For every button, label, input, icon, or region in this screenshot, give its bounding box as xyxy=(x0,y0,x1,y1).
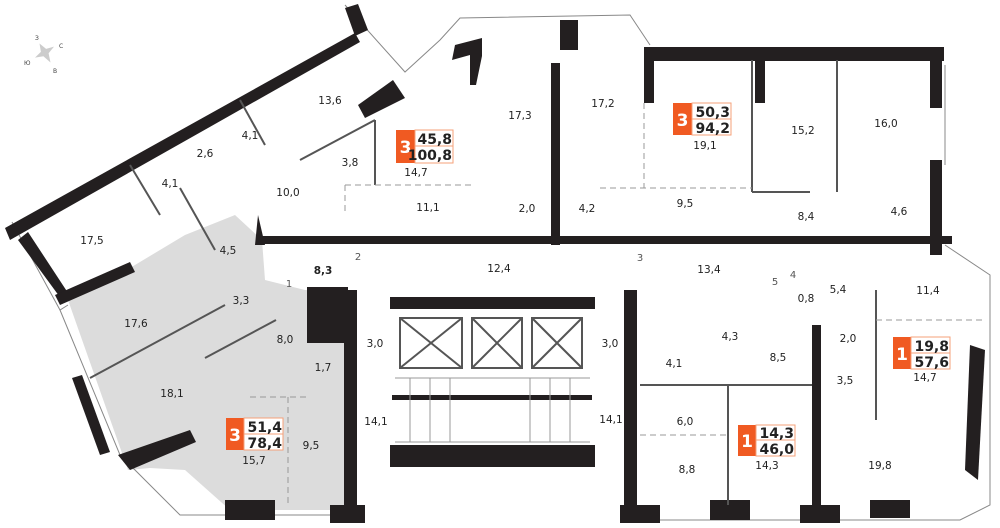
compass-east: В xyxy=(53,68,57,75)
room-area: 9,5 xyxy=(677,198,694,210)
partitions xyxy=(89,60,877,505)
room-area: 3,5 xyxy=(837,375,854,387)
apartment-badge[interactable]: 3 51,4 78,4 xyxy=(226,417,284,452)
room-area: 4,6 xyxy=(891,206,908,218)
room-area: 4,1 xyxy=(242,130,259,142)
room-area: 4,5 xyxy=(220,245,237,257)
door-number: 2 xyxy=(355,252,361,263)
room-area: 3,0 xyxy=(367,338,384,350)
room-area: 14,1 xyxy=(599,414,622,426)
compass-icon: З С Ю В xyxy=(24,35,63,75)
door-number: 3 xyxy=(637,253,643,264)
common-areas: 8,3 12,4 13,4 3,0 14,1 3,0 14,1 xyxy=(314,263,721,428)
apartment-a1-rooms: 13,6 4,1 2,6 4,1 10,0 3,8 17,5 14,7 11,1… xyxy=(80,95,614,247)
total-area: 94,2 xyxy=(695,121,730,137)
door-number: 1 xyxy=(286,279,292,290)
room-area: 14,7 xyxy=(913,372,936,384)
room-area: 0,8 xyxy=(798,293,815,305)
door-number: 5 xyxy=(772,277,778,288)
room-area: 13,4 xyxy=(697,264,721,276)
total-area: 57,6 xyxy=(914,355,949,371)
room-area: 1,7 xyxy=(315,362,332,374)
room-count: 1 xyxy=(741,432,753,452)
room-area: 4,1 xyxy=(666,358,683,370)
room-area: 2,0 xyxy=(840,333,857,345)
room-area: 13,6 xyxy=(318,95,342,107)
room-area: 11,4 xyxy=(916,285,940,297)
living-area: 19,8 xyxy=(914,339,949,355)
room-area: 2,0 xyxy=(519,203,536,215)
door-number: 4 xyxy=(790,270,796,281)
room-area: 16,0 xyxy=(874,118,897,130)
room-area: 6,0 xyxy=(677,416,694,428)
apartment-badge[interactable]: 3 45,8 100,8 xyxy=(396,129,454,164)
apartment-a4-rooms: 4,3 4,1 8,5 6,0 8,8 14,3 xyxy=(666,331,787,476)
apartment-badge[interactable]: 1 14,3 46,0 xyxy=(738,424,796,458)
room-area: 19,8 xyxy=(868,460,891,472)
room-area: 2,6 xyxy=(197,148,214,160)
living-area: 51,4 xyxy=(247,420,282,436)
living-area: 14,3 xyxy=(759,426,794,442)
room-count: 3 xyxy=(677,111,689,131)
room-area: 3,0 xyxy=(602,338,619,350)
room-area: 8,0 xyxy=(277,334,294,346)
apartment-a5-rooms: 5,4 11,4 0,8 2,0 3,5 14,7 19,8 xyxy=(798,284,940,472)
room-area: 8,8 xyxy=(679,464,696,476)
room-area: 15,2 xyxy=(791,125,814,137)
room-area: 8,3 xyxy=(314,265,333,277)
room-area: 4,3 xyxy=(722,331,739,343)
total-area: 46,0 xyxy=(759,442,794,458)
door-numbers: 1 2 3 4 5 xyxy=(286,252,796,290)
room-area: 3,8 xyxy=(342,157,359,169)
total-area: 78,4 xyxy=(247,436,282,452)
room-area: 4,2 xyxy=(579,203,596,215)
compass-south: Ю xyxy=(24,60,31,67)
elevators xyxy=(399,317,583,369)
room-area: 4,1 xyxy=(162,178,179,190)
room-area: 15,7 xyxy=(242,455,265,467)
staircase xyxy=(395,377,590,443)
room-area: 10,0 xyxy=(276,187,299,199)
room-area: 14,7 xyxy=(404,167,427,179)
room-area: 8,4 xyxy=(798,211,815,223)
total-area: 100,8 xyxy=(408,148,452,164)
living-area: 50,3 xyxy=(695,105,730,121)
apartment-a3-rooms: 4,5 3,3 17,6 8,0 1,7 18,1 15,7 9,5 xyxy=(124,245,331,467)
room-area: 8,5 xyxy=(770,352,787,364)
room-count: 3 xyxy=(229,426,241,446)
apartment-badge[interactable]: 1 19,8 57,6 xyxy=(893,336,951,371)
room-area: 14,3 xyxy=(755,460,778,472)
apartment-badge[interactable]: 3 50,3 94,2 xyxy=(673,102,732,137)
room-area: 5,4 xyxy=(830,284,847,296)
room-area: 18,1 xyxy=(160,388,183,400)
room-count: 1 xyxy=(896,345,908,365)
living-area: 45,8 xyxy=(417,132,452,148)
room-area: 14,1 xyxy=(364,416,387,428)
room-area: 17,6 xyxy=(124,318,148,330)
highlighted-apartment[interactable] xyxy=(68,215,345,510)
room-area: 3,3 xyxy=(233,295,250,307)
room-area: 17,3 xyxy=(508,110,531,122)
room-area: 17,5 xyxy=(80,235,103,247)
apartment-a2-rooms: 19,1 15,2 16,0 9,5 8,4 4,6 xyxy=(677,118,908,223)
compass-west: З xyxy=(35,35,39,42)
compass-north: С xyxy=(59,43,63,50)
walls xyxy=(5,4,985,523)
room-area: 12,4 xyxy=(487,263,511,275)
room-count: 3 xyxy=(400,138,412,158)
room-area: 17,2 xyxy=(591,98,614,110)
zone-dividers xyxy=(250,103,985,505)
room-area: 19,1 xyxy=(693,140,716,152)
room-area: 9,5 xyxy=(303,440,320,452)
room-area: 11,1 xyxy=(416,202,439,214)
